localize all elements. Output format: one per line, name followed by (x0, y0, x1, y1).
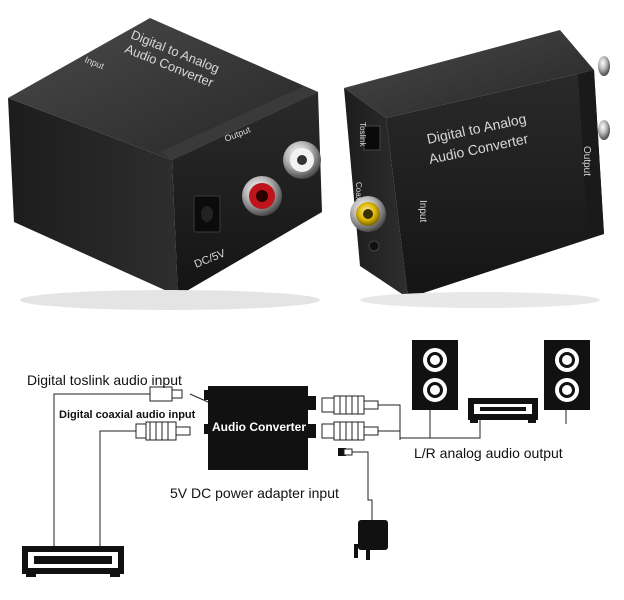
coax-plug (135, 421, 191, 441)
right-unit-toslink-label: Toslink (358, 122, 367, 147)
amplifier-device (468, 398, 538, 423)
coaxial-input-label: Digital coaxial audio input (59, 409, 196, 421)
toslink-cable (53, 393, 150, 546)
coax-cable (99, 430, 136, 546)
right-speaker (544, 340, 590, 410)
left-converter-unit (8, 18, 322, 310)
toslink-plug (149, 386, 183, 402)
right-unit-input-label: Input (417, 200, 428, 222)
audio-converter-box (204, 386, 316, 470)
dc-power-plug (338, 448, 353, 456)
toslink-input-label: Digital toslink audio input (27, 372, 182, 388)
power-cable (344, 451, 373, 520)
power-input-label: 5V DC power adapter input (170, 485, 339, 501)
source-player-device (22, 546, 124, 577)
power-adapter (354, 520, 388, 560)
right-unit-output-label: Output (581, 146, 592, 176)
converter-label: Audio Converter (212, 420, 307, 434)
analog-output-label: L/R analog audio output (414, 445, 563, 461)
right-unit-coax-label: Coax (354, 182, 363, 201)
connection-diagram (22, 340, 590, 577)
product-photo: Digital to Analog Audio Converter Input … (8, 18, 610, 310)
left-speaker (412, 340, 458, 410)
output-rca-plugs (321, 395, 379, 441)
right-converter-unit (344, 30, 610, 308)
